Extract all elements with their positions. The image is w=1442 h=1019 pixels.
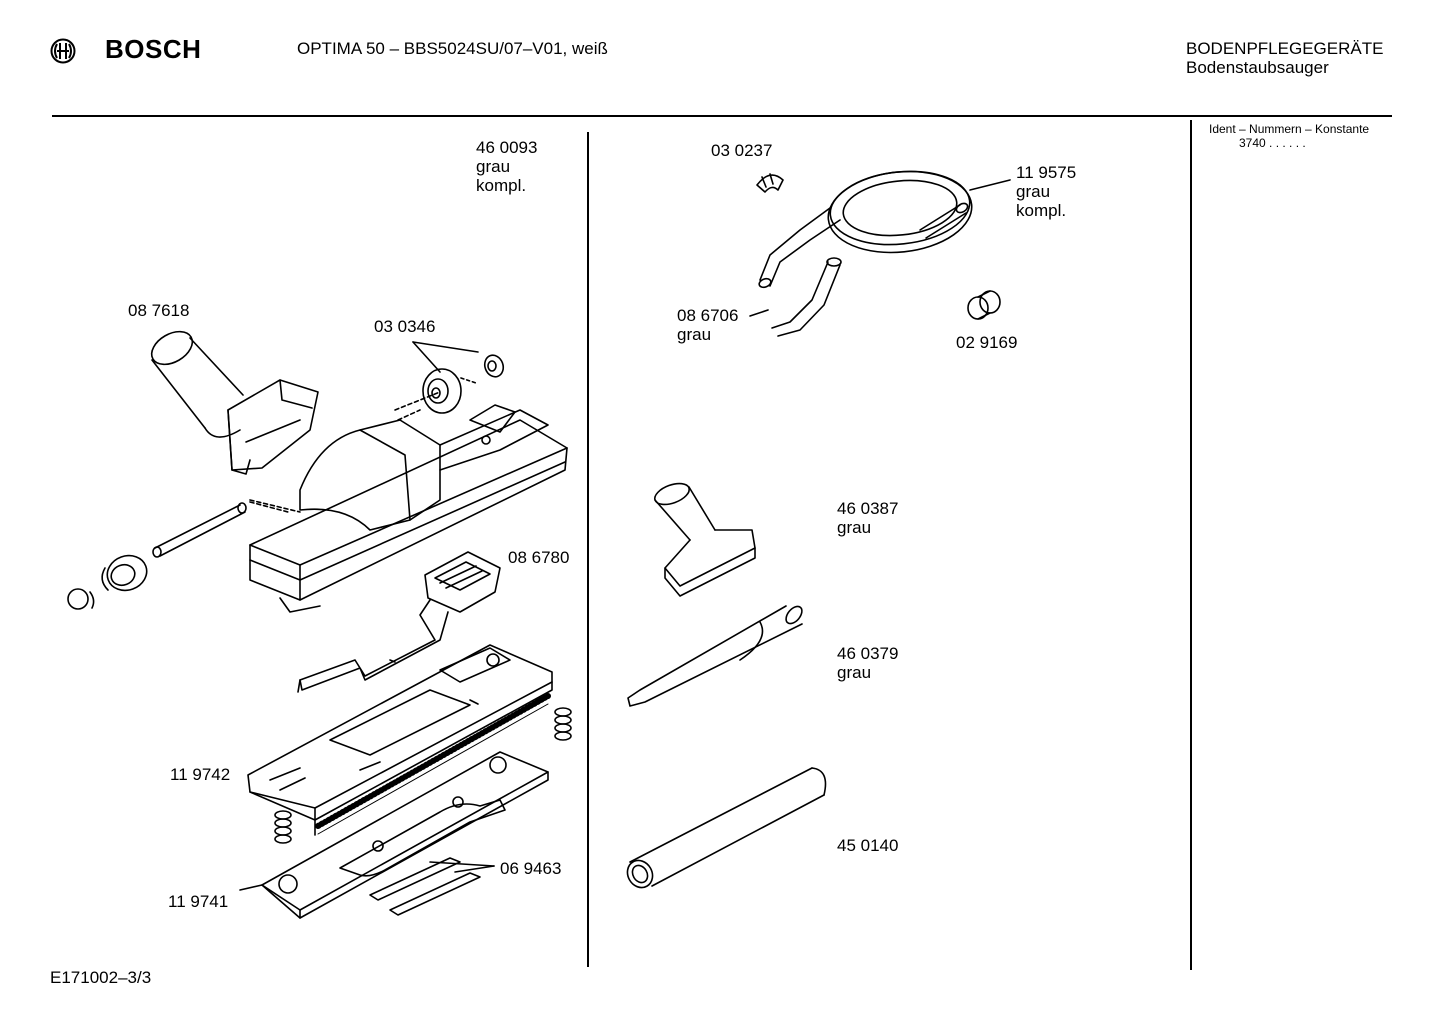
part-label-450140: 45 0140 (837, 836, 898, 855)
part-label-460387: 46 0387 grau (837, 499, 898, 537)
part-label-086780: 08 6780 (508, 548, 569, 567)
part-number: 11 9742 (170, 765, 231, 784)
part-label-030237: 03 0237 (711, 141, 772, 160)
part-number: 03 0346 (374, 317, 436, 336)
model-title: OPTIMA 50 – BBS5024SU/07–V01, weiß (297, 39, 608, 58)
sealing-strip-icon (369, 857, 495, 916)
brush-base-plate-icon (247, 644, 553, 836)
header-rule (52, 115, 1392, 117)
suction-hose-coil-icon (758, 170, 1011, 289)
bottom-sole-plate-icon (239, 751, 549, 919)
part-number: 46 0387 (837, 499, 899, 518)
part-number: 02 9169 (956, 333, 1018, 352)
pedal-lever-icon (297, 551, 501, 693)
part-label-086706: 08 6706 grau (677, 306, 738, 344)
part-label-069463: 06 9463 (500, 859, 561, 878)
part-label-087618: 08 7618 (128, 301, 189, 320)
floor-nozzle-housing-icon (249, 391, 568, 613)
part-label-030346: 03 0346 (374, 317, 435, 336)
part-label-029169: 02 9169 (956, 333, 1017, 352)
curved-handle-tube-icon (749, 257, 842, 337)
part-note: kompl. (476, 176, 527, 195)
category-line-1: BODENPFLEGEGERÄTE (1186, 39, 1384, 58)
part-number: 46 0379 (837, 644, 899, 663)
brand-name: BOSCH (105, 34, 202, 64)
part-label-460379: 46 0379 grau (837, 644, 898, 682)
drawing-code: E171002–3/3 (50, 968, 152, 987)
part-color: grau (837, 663, 872, 682)
part-color: grau (1016, 182, 1051, 201)
wheel-set-icon (412, 341, 505, 414)
upholstery-nozzle-icon (654, 482, 756, 597)
ident-label: Ident – Nummern – Konstante (1209, 122, 1370, 136)
column-divider-right (1190, 120, 1192, 970)
part-number: 11 9575 (1016, 163, 1077, 182)
crevice-nozzle-icon (627, 605, 803, 707)
part-number: 08 7618 (128, 301, 190, 320)
ident-code: 3740 . . . . . . (1239, 136, 1306, 150)
category-line-2: Bodenstaubsauger (1186, 58, 1329, 77)
extension-tube-icon (626, 767, 827, 889)
axle-and-wheel-icon (67, 501, 289, 610)
part-number: 11 9741 (168, 892, 229, 911)
adapter-icon (967, 290, 1001, 320)
column-divider-left (587, 132, 589, 967)
part-label-119742: 11 9742 (170, 765, 230, 784)
bosch-armature-logo-icon (50, 38, 76, 64)
ident-block: Ident – Nummern – Konstante 3740 . . . .… (1209, 122, 1369, 150)
part-number: 03 0237 (711, 141, 773, 160)
part-color: grau (837, 518, 872, 537)
part-number: 45 0140 (837, 836, 899, 855)
part-label-119741: 11 9741 (168, 892, 228, 911)
part-color: grau (677, 325, 712, 344)
part-number: 08 6780 (508, 548, 570, 567)
spring-icon (274, 707, 572, 844)
part-note: kompl. (1016, 201, 1067, 220)
part-number: 06 9463 (500, 859, 562, 878)
part-number: 08 6706 (677, 306, 739, 325)
part-color: grau (476, 157, 511, 176)
category-heading: BODENPFLEGEGERÄTE Bodenstaubsauger (1186, 39, 1383, 77)
part-label-460093: 46 0093 grau kompl. (476, 138, 537, 195)
part-number: 46 0093 (476, 138, 538, 157)
part-label-119575: 11 9575 grau kompl. (1016, 163, 1076, 220)
hose-connector-elbow-icon (150, 330, 319, 475)
hose-clip-icon (756, 173, 784, 193)
